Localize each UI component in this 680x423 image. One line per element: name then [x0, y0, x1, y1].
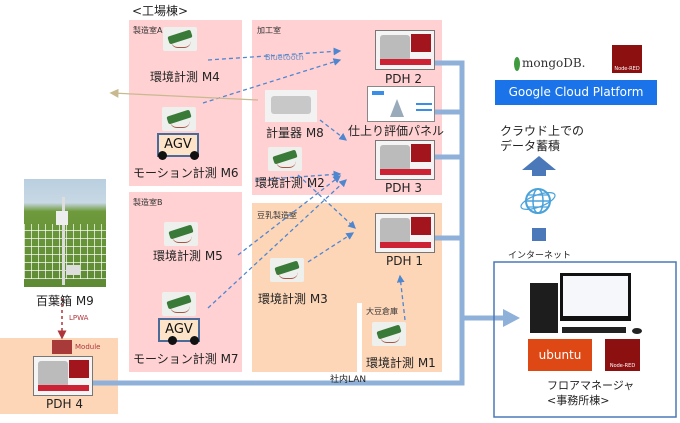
pdh2-image	[375, 30, 435, 70]
bluetooth-label: Bluetooth	[265, 53, 304, 62]
pdh4-image	[33, 356, 93, 396]
sensor-board-m1	[372, 322, 406, 346]
office-caption-1: フロアマネージャ	[547, 379, 635, 392]
sensor-board-m7	[162, 292, 196, 316]
ubuntu-logo: ubuntu	[528, 339, 592, 371]
room-label-mfg-b: 製造室B	[133, 198, 163, 207]
ubuntu-label: ubuntu	[538, 348, 582, 362]
mongodb-logo: mongoDB.	[522, 56, 586, 70]
lan-label: 社内LAN	[330, 375, 367, 385]
pc-monitor	[560, 273, 631, 321]
nodered-logo-cloud: Node-RED	[612, 45, 642, 73]
agv-wheel	[190, 336, 199, 345]
device-m8: 計量器 M8	[266, 126, 324, 140]
office-caption-2: <事務所棟>	[547, 394, 610, 407]
sensor-board-m5	[164, 222, 198, 246]
pc-keyboard	[562, 327, 626, 333]
pdh1-image	[375, 213, 435, 253]
module-label: Module	[75, 343, 101, 351]
upload-arrow-icon	[522, 156, 556, 170]
device-m4: 環境計測 M4	[150, 70, 220, 84]
device-m2: 環境計測 M2	[255, 176, 325, 190]
sensor-board-m2	[268, 147, 302, 171]
device-m7: モーション計測 M7	[133, 352, 239, 366]
pdh3-label: PDH 3	[385, 181, 422, 195]
device-m1: 環境計測 M1	[366, 356, 436, 370]
factory-title: <工場棟>	[132, 4, 189, 18]
pc-mouse	[632, 328, 642, 334]
nodered-office-label: Node-RED	[609, 363, 636, 369]
device-m3: 環境計測 M3	[258, 292, 328, 306]
device-m9: 百葉箱 M9	[36, 294, 94, 308]
nodered-label: Node-RED	[614, 66, 640, 72]
cloud-caption-1: クラウド上での	[500, 124, 585, 138]
mongodb-leaf-icon	[514, 57, 520, 71]
agv-m6: AGV	[157, 133, 199, 157]
agv-wheel	[190, 151, 199, 160]
evaluation-panel-image	[367, 86, 435, 122]
device-m5: 環境計測 M5	[153, 249, 223, 263]
sensor-board-m6	[162, 107, 196, 131]
gcp-banner: Google Cloud Platform	[495, 80, 657, 105]
sensor-board-m4	[163, 27, 197, 51]
cloud-caption-2: データ蓄積	[500, 139, 561, 153]
upload-arrow-shaft	[532, 170, 546, 176]
room-label-soymilk: 豆乳製造室	[257, 211, 297, 220]
weather-station-photo	[24, 179, 106, 287]
sensor-board-m3	[270, 258, 304, 282]
gcp-label: Google Cloud Platform	[508, 85, 644, 99]
agv-wheel	[158, 151, 167, 160]
room-label-mfg-a: 製造室A	[133, 26, 163, 35]
internet-connector	[532, 228, 546, 241]
nodered-logo-office: Node-RED	[605, 339, 640, 371]
pdh1-label: PDH 1	[386, 254, 423, 268]
lan-arrow-head	[503, 309, 520, 327]
room-label-soy-storage: 大豆倉庫	[366, 307, 398, 316]
lpwa-module	[52, 340, 72, 354]
device-m6: モーション計測 M6	[133, 166, 239, 180]
bluetooth-links	[202, 47, 406, 321]
pdh2-label: PDH 2	[385, 72, 422, 86]
room-soymilk-lower	[252, 302, 357, 372]
internet-label: インターネット	[508, 251, 572, 261]
office-frame	[493, 261, 677, 418]
pdh3-image	[375, 140, 435, 180]
evaluation-panel-label: 仕上り評価パネル	[348, 124, 445, 138]
globe-icon	[520, 188, 556, 214]
room-label-processing: 加工室	[257, 26, 281, 35]
agv-wheel	[168, 336, 177, 345]
scale-m8-image	[265, 90, 317, 122]
pdh4-label: PDH 4	[46, 397, 83, 411]
lpwa-label: LPWA	[69, 314, 89, 322]
pc-tower	[530, 283, 558, 333]
external-arrow	[109, 88, 259, 101]
